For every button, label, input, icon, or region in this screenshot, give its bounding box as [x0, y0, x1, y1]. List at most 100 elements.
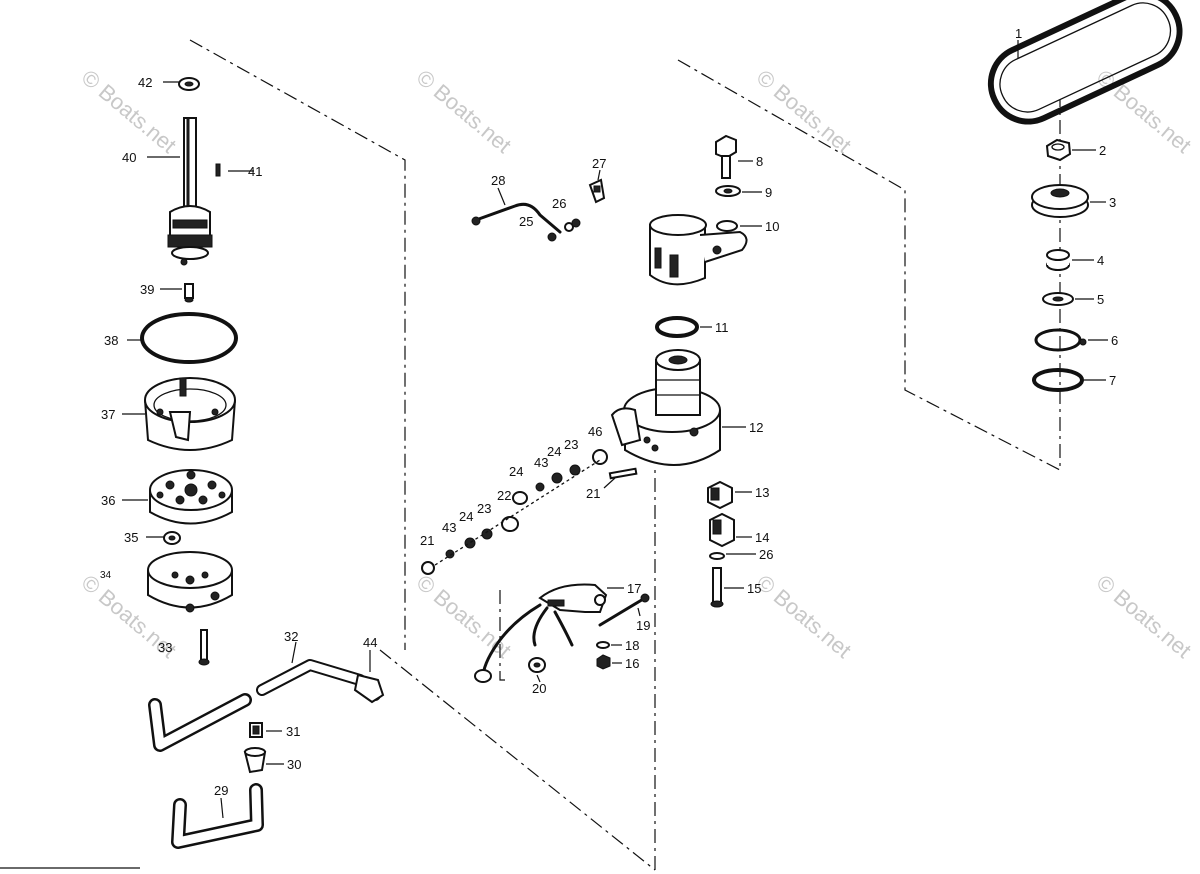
label-part-2: 2: [1099, 143, 1106, 158]
base-plate-34: [147, 551, 233, 613]
right-boundary-line: [677, 59, 1061, 471]
harness-boundary-line: [499, 590, 510, 681]
label-part-28: 28: [491, 173, 505, 188]
label-part-44: 44: [363, 635, 377, 650]
screw-19: [598, 593, 650, 627]
flywheel-cup-37: [144, 377, 236, 451]
shaft-40: [167, 117, 213, 266]
watermark: © Boats.net: [77, 65, 181, 158]
nut-2: [1045, 138, 1072, 162]
label-part-37: 37: [101, 407, 115, 422]
label-part-9: 9: [765, 185, 772, 200]
label-part-35: 35: [124, 530, 138, 545]
bolt-8: [715, 134, 737, 179]
label-part-14: 14: [755, 530, 769, 545]
label-part-25: 25: [519, 214, 533, 229]
washer-5: [1042, 292, 1074, 306]
watermark: © Boats.net: [1092, 65, 1196, 158]
screw-15: [710, 567, 724, 608]
label-part-21a: 21: [586, 486, 600, 501]
watermark: © Boats.net: [752, 65, 856, 158]
watermark: © Boats.net: [752, 570, 856, 663]
label-part-21b: 21: [420, 533, 434, 548]
label-part-32: 32: [284, 629, 298, 644]
label-part-17: 17: [627, 581, 641, 596]
label-part-26a: 26: [552, 196, 566, 211]
label-part-31: 31: [286, 724, 300, 739]
block-14: [709, 512, 735, 548]
washer-18: [596, 641, 610, 649]
assembly-boundary-lines: [189, 39, 1061, 871]
connector-44: [353, 673, 385, 704]
label-part-30: 30: [287, 757, 301, 772]
label-part-41: 41: [248, 164, 262, 179]
bracket-10: [649, 214, 748, 286]
label-part-40: 40: [122, 150, 136, 165]
left-boundary-line: [189, 39, 406, 650]
left-bottom-boundary-line: [379, 649, 656, 871]
fastener-chain: [421, 449, 608, 575]
cap-30: [243, 747, 267, 774]
label-part-3: 3: [1109, 195, 1116, 210]
watermark: © Boats.net: [1092, 570, 1196, 663]
leader-lines: [122, 40, 1108, 819]
washer-26b: [709, 552, 725, 560]
label-part-10: 10: [765, 219, 779, 234]
label-part-42: 42: [138, 75, 152, 90]
label-part-43a: 43: [534, 455, 548, 470]
label-part-46: 46: [588, 424, 602, 439]
label-part-23a: 23: [564, 437, 578, 452]
rotor-plate-36: [149, 469, 233, 525]
label-part-43b: 43: [442, 520, 456, 535]
nut-16: [596, 654, 611, 670]
wiring-harness-17: [474, 583, 608, 683]
key-41: [215, 163, 221, 177]
label-part-15: 15: [747, 581, 761, 596]
label-part-36: 36: [101, 493, 115, 508]
label-part-18: 18: [625, 638, 639, 653]
ring-7: [1032, 368, 1084, 392]
label-part-5: 5: [1097, 292, 1104, 307]
label-part-39: 39: [140, 282, 154, 297]
screw-33: [198, 629, 210, 666]
label-part-19: 19: [636, 618, 650, 633]
label-part-24b: 24: [509, 464, 523, 479]
clip-25: [547, 232, 557, 242]
grommet-20: [528, 657, 546, 673]
screw-21a: [608, 467, 638, 480]
label-part-7: 7: [1109, 373, 1116, 388]
o-ring-38: [140, 312, 238, 364]
block-13: [707, 480, 733, 510]
link-rod-28: [471, 202, 562, 234]
label-part-29: 29: [214, 783, 228, 798]
label-part-4: 4: [1097, 253, 1104, 268]
watermark: © Boats.net: [412, 65, 516, 158]
label-part-13: 13: [755, 485, 769, 500]
label-part-1: 1: [1015, 26, 1022, 41]
stator-housing-12: [610, 349, 721, 466]
label-part-34: 34: [100, 570, 112, 581]
label-part-11: 11: [715, 320, 729, 335]
washer-9: [715, 185, 741, 197]
label-part-27: 27: [592, 156, 606, 171]
watermarks: © Boats.net © Boats.net © Boats.net © Bo…: [77, 65, 1196, 663]
label-part-38: 38: [104, 333, 118, 348]
label-part-22: 22: [497, 488, 511, 503]
hose-29: [171, 783, 264, 849]
washer-42: [178, 77, 200, 91]
pulley-3: [1031, 184, 1089, 218]
label-part-24a: 24: [547, 444, 561, 459]
part-number-labels: 1 2 3 4 5 6 7 8 9 10 11 12 13 14 26 15 1…: [100, 26, 1118, 798]
label-part-8: 8: [756, 154, 763, 169]
spacer-4: [1046, 249, 1070, 271]
o-ring-11: [655, 316, 699, 338]
hose-elbow: [148, 693, 252, 752]
label-part-12: 12: [749, 420, 763, 435]
label-part-20: 20: [532, 681, 546, 696]
fitting-27: [588, 178, 606, 204]
label-part-16: 16: [625, 656, 639, 671]
label-part-26b: 26: [759, 547, 773, 562]
clip-31: [249, 722, 263, 738]
nut-35: [163, 531, 181, 545]
